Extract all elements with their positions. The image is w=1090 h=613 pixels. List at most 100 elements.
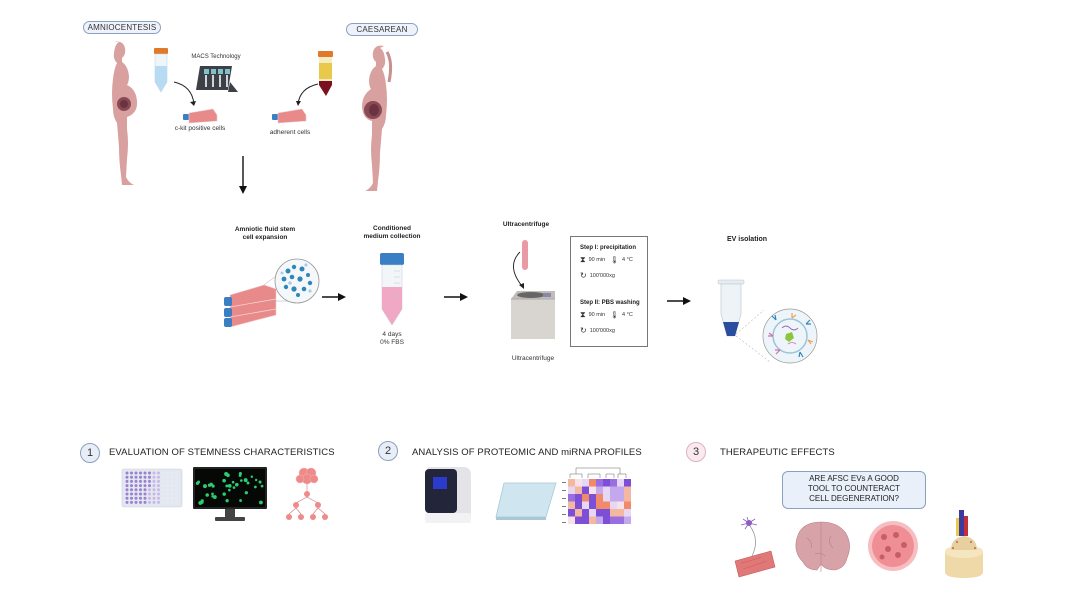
well	[157, 496, 160, 500]
heatmap-cell	[575, 509, 582, 517]
well	[139, 492, 142, 496]
step-1-title: Step I: precipitation	[580, 245, 637, 251]
conditioned-note: 4 days 0% FBS	[365, 331, 419, 347]
conditioned-note-line1: 4 days	[382, 331, 402, 338]
conditioned-title-line2: medium collection	[363, 233, 421, 240]
fluorescent-cell	[228, 488, 231, 492]
well	[143, 488, 147, 492]
well	[175, 475, 178, 479]
well	[143, 492, 147, 496]
question-line2: TOOL TO COUNTERACT	[807, 484, 901, 493]
heatmap-cell	[568, 486, 575, 494]
well	[134, 484, 138, 488]
step-1: Step I: precipitation ⧗ 90 min 🌡 4 °C ↻ …	[580, 244, 646, 280]
step-1-temp: 4 °C	[622, 257, 633, 263]
well	[166, 479, 169, 483]
well	[152, 471, 156, 475]
research-question-box: ARE AFSC EVs A GOOD TOOL TO COUNTERACT C…	[782, 471, 926, 509]
well	[143, 496, 147, 500]
step-1-speed: 100'000xg	[589, 272, 615, 279]
ckit-positive-cells-label: c-kit positive cells	[174, 125, 226, 132]
right-arrow-3	[667, 297, 691, 305]
well	[143, 471, 147, 475]
section-3-number: 3	[686, 442, 706, 462]
well	[148, 500, 151, 504]
heatmap-cell	[575, 501, 582, 509]
caesarean-label: CAESAREAN	[346, 23, 418, 36]
pregnant-woman-figure-left	[112, 41, 138, 185]
well	[143, 500, 147, 504]
thermometer-icon: 🌡	[610, 312, 620, 319]
step-1-time: 90 min	[588, 257, 606, 263]
well	[143, 479, 147, 483]
heatmap-cell	[582, 516, 589, 524]
heatmap-clustering-icon	[562, 467, 631, 524]
well	[161, 488, 165, 492]
heatmap-cell	[603, 501, 610, 509]
step-2: Step II: PBS washing ⧗ 90 min 🌡 4 °C ↻ 1…	[580, 299, 646, 335]
question-line3: CELL DEGENERATION?	[809, 494, 899, 503]
fluorescent-cell	[205, 493, 209, 497]
section-2-number: 2	[378, 441, 398, 461]
hourglass-icon: ⧗	[580, 310, 586, 319]
ultracentrifuge-title: Ultracentrifuge	[502, 221, 550, 228]
heatmap-cell	[617, 479, 624, 487]
ultracentrifuge-tube-icon	[522, 240, 528, 270]
heatmap-cell	[582, 494, 589, 502]
well	[170, 496, 174, 500]
well	[125, 500, 129, 504]
well	[130, 492, 133, 496]
right-arrow-2	[444, 293, 468, 301]
heatmap-cell	[610, 501, 617, 509]
heatmap-cell	[617, 486, 624, 494]
heatmap-cell	[610, 486, 617, 494]
rotation-icon: ↻	[580, 326, 587, 335]
well	[139, 488, 142, 492]
neuron-muscle-icon	[734, 516, 776, 578]
heatmap-cell	[610, 479, 617, 487]
curved-arrow-to-adherent	[296, 83, 319, 106]
fluorescent-cell	[239, 499, 242, 502]
well	[148, 496, 151, 500]
well	[157, 488, 160, 492]
well	[166, 496, 169, 500]
fluorescent-cell	[246, 481, 250, 485]
well	[152, 500, 156, 504]
brain-section-icon	[795, 521, 850, 572]
well	[130, 479, 133, 483]
well	[148, 475, 151, 479]
ultracentrifuge-caption: Ultracentrifuge	[511, 355, 555, 362]
well	[161, 475, 165, 479]
fluorescent-cell	[225, 484, 229, 488]
heatmap-cell	[624, 494, 631, 502]
fluorescent-cell	[231, 480, 235, 484]
heatmap-cell	[596, 494, 603, 502]
heatmap-cell	[610, 516, 617, 524]
well	[134, 496, 138, 500]
heatmap-cell	[617, 516, 624, 524]
well	[152, 496, 156, 500]
well	[161, 479, 165, 483]
well	[148, 471, 151, 475]
well	[134, 479, 138, 483]
ev-tube-icon	[717, 279, 745, 337]
heatmap-cell	[589, 486, 596, 494]
well	[152, 484, 156, 488]
expansion-title: Amniotic fluid stem cell expansion	[220, 226, 310, 242]
well	[157, 471, 160, 475]
section-1-title: EVALUATION OF STEMNESS CHARACTERISTICS	[109, 447, 335, 458]
well	[130, 471, 133, 475]
well	[148, 492, 151, 496]
well	[130, 484, 133, 488]
conditioned-title: Conditioned medium collection	[355, 225, 429, 241]
tumor-spheroid-icon	[868, 521, 918, 571]
well	[175, 492, 178, 496]
well	[130, 488, 133, 492]
well	[125, 484, 129, 488]
well	[130, 500, 133, 504]
well	[130, 475, 133, 479]
heatmap-cell	[575, 479, 582, 487]
hourglass-icon: ⧗	[580, 255, 586, 264]
question-line1: ARE AFSC EVs A GOOD	[809, 474, 899, 483]
heatmap-cell	[617, 501, 624, 509]
